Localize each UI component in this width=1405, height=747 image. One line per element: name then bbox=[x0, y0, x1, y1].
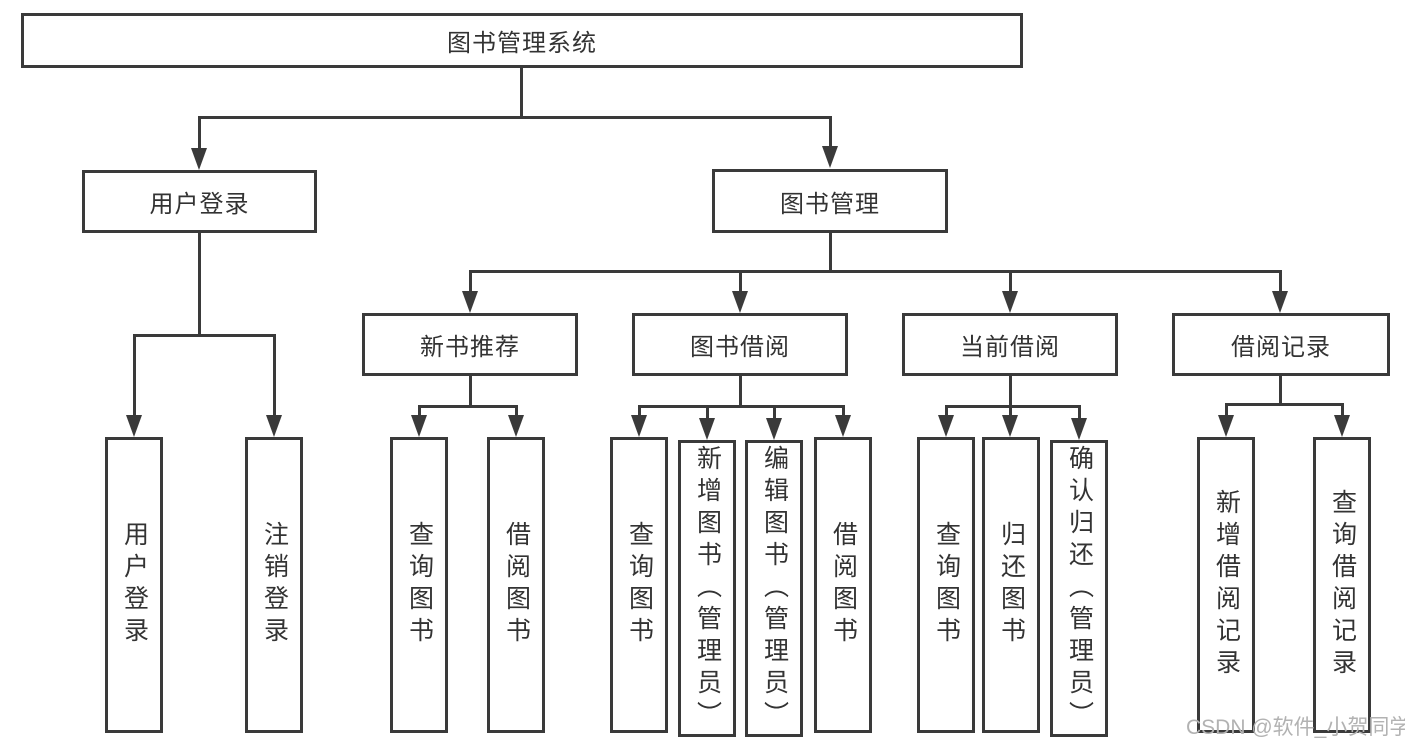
node-root: 图书管理系统 bbox=[21, 13, 1023, 68]
leaf-user-login: 用户登录 bbox=[105, 437, 163, 733]
arrow-down-icon bbox=[508, 415, 524, 437]
leaf-logout-label: 注销登录 bbox=[260, 521, 289, 649]
connector-line bbox=[773, 407, 776, 420]
connector-line bbox=[1009, 272, 1012, 293]
leaf-add-borrow-record: 新增借阅记录 bbox=[1197, 437, 1255, 733]
leaf-add-books-admin: 新增图书（管理员） bbox=[678, 440, 736, 737]
connector-line bbox=[739, 272, 742, 293]
leaf-add-books-admin-label: 新增图书（管理员） bbox=[693, 444, 722, 733]
connector-line bbox=[515, 407, 518, 417]
leaf-borrow-books-recommend: 借阅图书 bbox=[487, 437, 545, 733]
watermark: CSDN @软件_小贺同学 bbox=[1186, 716, 1405, 739]
arrow-down-icon bbox=[411, 415, 427, 437]
leaf-query-books-current-label: 查询图书 bbox=[932, 521, 961, 649]
connector-line bbox=[638, 407, 641, 417]
connector-line bbox=[273, 336, 276, 417]
leaf-query-borrow-record-label: 查询借阅记录 bbox=[1328, 489, 1357, 681]
node-new-book-recommendation-label: 新书推荐 bbox=[420, 334, 520, 361]
arrow-down-icon bbox=[1334, 415, 1350, 437]
node-user-login-branch-label: 用户登录 bbox=[149, 191, 250, 218]
connector-line bbox=[739, 376, 742, 407]
connector-line bbox=[842, 407, 845, 417]
node-borrowing-records: 借阅记录 bbox=[1172, 313, 1390, 376]
arrow-down-icon bbox=[631, 415, 647, 437]
connector-line bbox=[418, 407, 421, 417]
node-book-borrowing: 图书借阅 bbox=[632, 313, 848, 376]
node-book-borrowing-label: 图书借阅 bbox=[690, 334, 790, 361]
connector-line bbox=[198, 233, 201, 336]
connector-line bbox=[945, 405, 1081, 408]
arrow-down-icon bbox=[462, 291, 478, 313]
leaf-add-borrow-record-label: 新增借阅记录 bbox=[1212, 489, 1241, 681]
node-book-management-label: 图书管理 bbox=[780, 190, 880, 218]
connector-line bbox=[1225, 405, 1228, 417]
arrow-down-icon bbox=[732, 291, 748, 313]
leaf-return-books-label: 归还图书 bbox=[997, 521, 1026, 649]
arrow-down-icon bbox=[699, 418, 715, 440]
connector-line bbox=[520, 68, 523, 118]
arrow-down-icon bbox=[766, 418, 782, 440]
arrow-down-icon bbox=[835, 415, 851, 437]
connector-line bbox=[418, 405, 518, 408]
connector-line bbox=[1225, 403, 1344, 406]
leaf-borrow-books-borrowing-label: 借阅图书 bbox=[829, 521, 858, 649]
connector-line bbox=[1009, 407, 1012, 417]
leaf-edit-books-admin-label: 编辑图书（管理员） bbox=[760, 444, 789, 733]
arrow-down-icon bbox=[191, 148, 207, 170]
leaf-query-books-borrowing: 查询图书 bbox=[610, 437, 668, 733]
connector-line bbox=[638, 405, 845, 408]
leaf-query-borrow-record: 查询借阅记录 bbox=[1313, 437, 1371, 733]
arrow-down-icon bbox=[1272, 291, 1288, 313]
node-user-login-branch: 用户登录 bbox=[82, 170, 317, 233]
node-book-management: 图书管理 bbox=[712, 169, 948, 233]
leaf-query-books-borrowing-label: 查询图书 bbox=[625, 521, 654, 649]
arrow-down-icon bbox=[1002, 291, 1018, 313]
leaf-query-books-recommend: 查询图书 bbox=[390, 437, 448, 733]
connector-line bbox=[1341, 405, 1344, 417]
leaf-return-books: 归还图书 bbox=[982, 437, 1040, 733]
connector-line bbox=[198, 118, 201, 150]
leaf-confirm-return-admin-label: 确认归还（管理员） bbox=[1065, 444, 1094, 733]
node-current-borrowing-label: 当前借阅 bbox=[960, 334, 1060, 361]
arrow-down-icon bbox=[1002, 415, 1018, 437]
connector-line bbox=[469, 376, 472, 407]
connector-line bbox=[945, 407, 948, 417]
node-root-label: 图书管理系统 bbox=[447, 30, 597, 57]
node-borrowing-records-label: 借阅记录 bbox=[1231, 334, 1331, 361]
leaf-borrow-books-borrowing: 借阅图书 bbox=[814, 437, 872, 733]
connector-line bbox=[829, 118, 832, 148]
leaf-borrow-books-recommend-label: 借阅图书 bbox=[502, 521, 531, 649]
connector-line bbox=[829, 233, 832, 272]
leaf-user-login-label: 用户登录 bbox=[120, 521, 149, 649]
arrow-down-icon bbox=[126, 415, 142, 437]
leaf-edit-books-admin: 编辑图书（管理员） bbox=[745, 440, 803, 737]
leaf-logout: 注销登录 bbox=[245, 437, 303, 733]
connector-line bbox=[1078, 407, 1081, 420]
connector-line bbox=[1279, 272, 1282, 293]
connector-line bbox=[1009, 376, 1012, 407]
connector-line bbox=[198, 116, 832, 119]
arrow-down-icon bbox=[1218, 415, 1234, 437]
leaf-confirm-return-admin: 确认归还（管理员） bbox=[1050, 440, 1108, 737]
node-current-borrowing: 当前借阅 bbox=[902, 313, 1118, 376]
arrow-down-icon bbox=[266, 415, 282, 437]
connector-line bbox=[1279, 376, 1282, 405]
connector-line bbox=[133, 336, 136, 417]
arrow-down-icon bbox=[822, 146, 838, 168]
node-new-book-recommendation: 新书推荐 bbox=[362, 313, 578, 376]
connector-line bbox=[706, 407, 709, 420]
connector-line bbox=[469, 272, 472, 293]
arrow-down-icon bbox=[938, 415, 954, 437]
connector-line bbox=[133, 334, 276, 337]
connector-line bbox=[469, 270, 1282, 273]
leaf-query-books-current: 查询图书 bbox=[917, 437, 975, 733]
leaf-query-books-recommend-label: 查询图书 bbox=[405, 521, 434, 649]
arrow-down-icon bbox=[1071, 418, 1087, 440]
